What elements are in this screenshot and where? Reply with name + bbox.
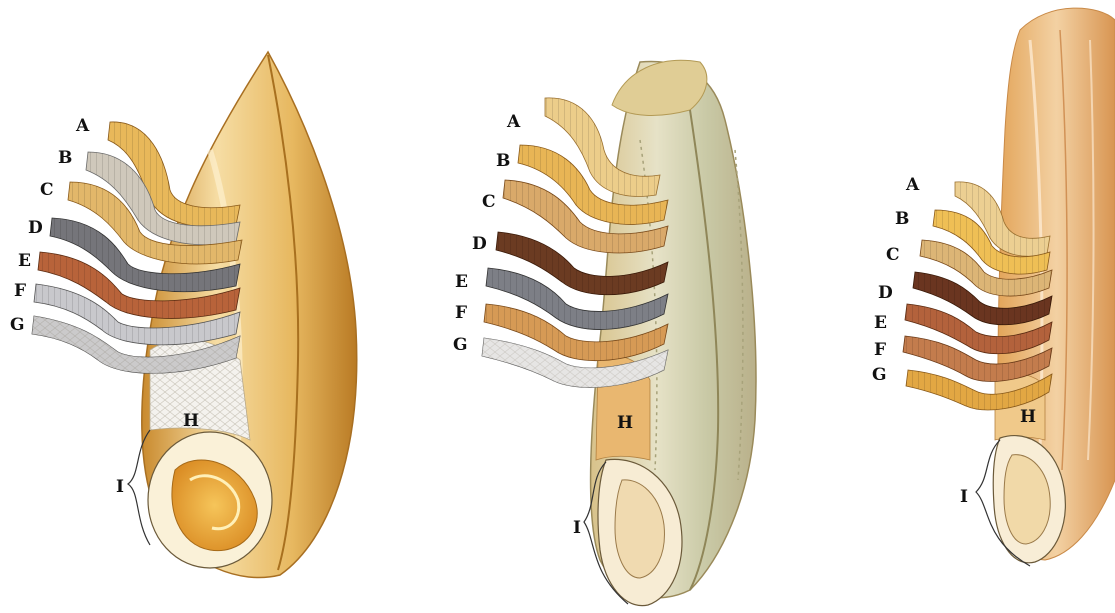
- grain-1-label-g: G: [10, 315, 25, 335]
- grain-1: A B C D E F G H I: [10, 52, 357, 578]
- grain-2-label-g: G: [453, 335, 468, 355]
- grain-2-label-e: E: [455, 272, 468, 292]
- grain-1-label-i: I: [116, 477, 124, 497]
- grain-2: A B C D E F G H I: [453, 60, 756, 605]
- grain-3-label-h: H: [1020, 407, 1036, 427]
- grain-1-label-c: C: [40, 180, 54, 200]
- grain-3-label-g: G: [872, 365, 887, 385]
- grain-2-label-c: C: [482, 192, 496, 212]
- grain-2-label-a: A: [506, 112, 521, 132]
- grain-2-label-d: D: [472, 234, 487, 254]
- grain-3-label-a: A: [905, 175, 920, 195]
- grain-1-label-d: D: [28, 218, 43, 238]
- grain-3-label-e: E: [874, 313, 887, 333]
- grain-1-label-b: B: [58, 148, 72, 168]
- grain-3-label-i: I: [960, 487, 968, 507]
- grain-2-label-b: B: [496, 151, 510, 171]
- grain-3-label-f: F: [874, 340, 886, 360]
- grain-1-label-h: H: [183, 411, 199, 431]
- grain-1-label-a: A: [75, 116, 90, 136]
- grain-1-label-e: E: [18, 251, 31, 271]
- grain-3-label-d: D: [878, 283, 893, 303]
- grain-3: A B C D E F G H I: [872, 8, 1115, 566]
- grain-3-label-b: B: [895, 209, 909, 229]
- grain-2-label-i: I: [573, 518, 581, 538]
- grain-2-tuft: [612, 60, 707, 115]
- grain-2-label-f: F: [455, 303, 467, 323]
- grain-1-germ: [148, 432, 272, 568]
- grain-1-label-f: F: [14, 281, 26, 301]
- grain-2-label-h: H: [617, 413, 633, 433]
- grain-3-label-c: C: [886, 245, 900, 265]
